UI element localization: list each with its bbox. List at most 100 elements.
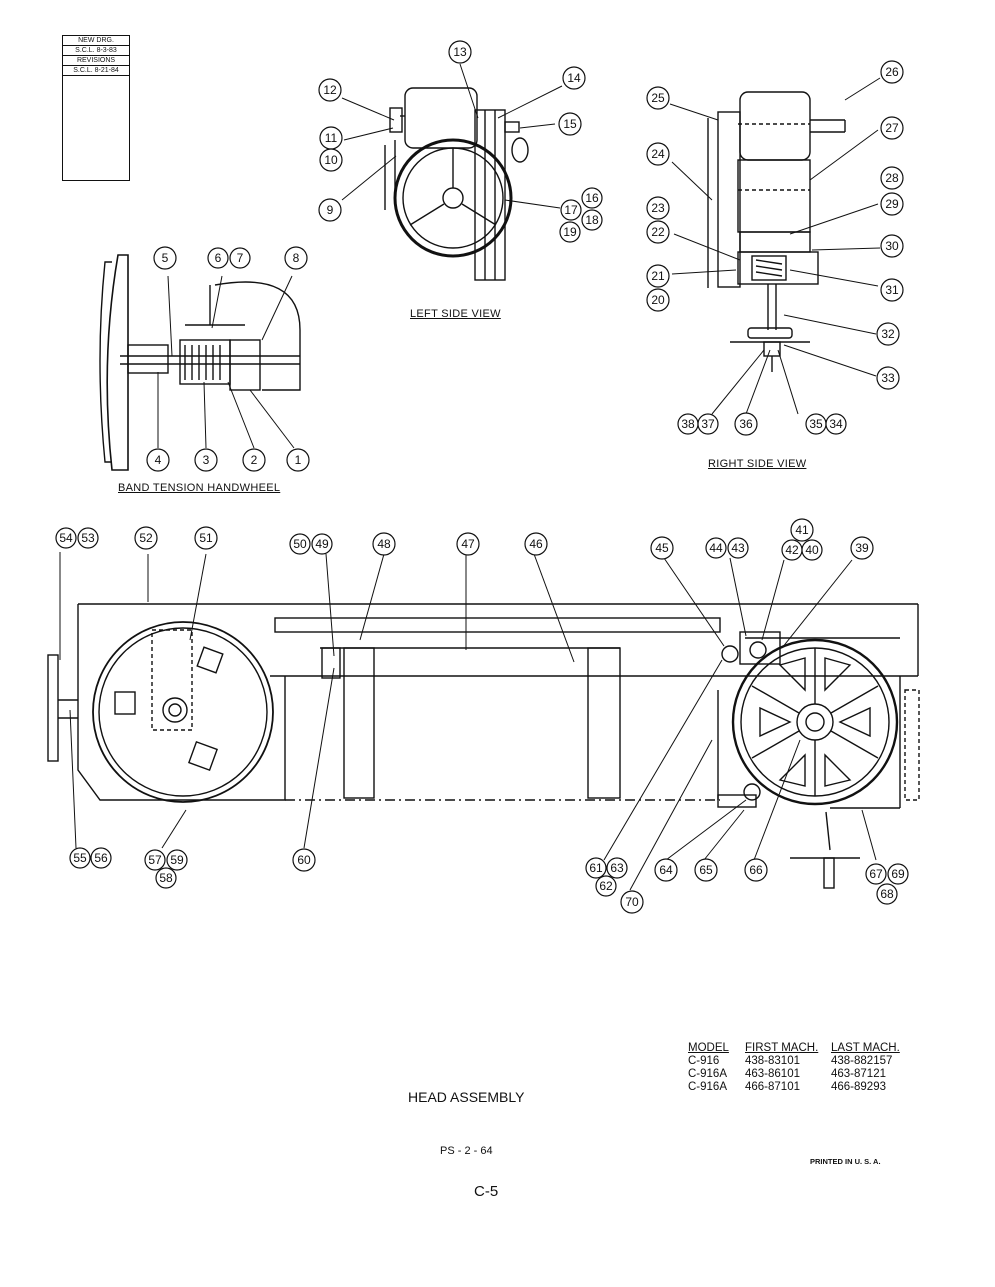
callout-49: 49 [315, 537, 329, 551]
callout-16: 16 [585, 191, 599, 205]
last-mach-header: LAST MACH. [831, 1042, 900, 1054]
callout-51: 51 [199, 531, 213, 545]
model-table-header: MODEL FIRST MACH. LAST MACH. [688, 1042, 921, 1055]
page-code: PS - 2 - 64 [440, 1145, 493, 1157]
callout-15: 15 [563, 117, 577, 131]
callout-balloons [55, 40, 909, 914]
right-side-view-drawing [707, 91, 846, 372]
callout-46: 46 [529, 537, 543, 551]
callout-37: 37 [701, 417, 715, 431]
callout-19: 19 [563, 225, 577, 239]
callout-5: 5 [162, 251, 169, 265]
callout-17: 17 [564, 203, 578, 217]
callout-28: 28 [885, 171, 899, 185]
callout-6: 6 [215, 251, 222, 265]
callout-50: 50 [293, 537, 307, 551]
first-mach-header: FIRST MACH. [745, 1042, 819, 1054]
left-side-view-caption: LEFT SIDE VIEW [410, 308, 501, 320]
callout-21: 21 [651, 269, 665, 283]
callout-40: 40 [805, 543, 819, 557]
callout-55: 55 [73, 851, 87, 865]
callout-41: 41 [795, 523, 809, 537]
page-number: C-5 [474, 1183, 499, 1200]
callout-numbers: 13 12 14 11 10 15 9 16 17 18 19 25 26 27… [59, 45, 905, 909]
callout-14: 14 [567, 71, 581, 85]
callout-68: 68 [880, 887, 894, 901]
callout-45: 45 [655, 541, 669, 555]
callout-66: 66 [749, 863, 763, 877]
first-mach-cell: 463-86101 [745, 1068, 800, 1080]
left-side-view-drawing [384, 87, 529, 281]
callout-31: 31 [885, 283, 899, 297]
callout-54: 54 [59, 531, 73, 545]
callout-1: 1 [295, 453, 302, 467]
callout-12: 12 [323, 83, 337, 97]
callout-23: 23 [651, 201, 665, 215]
new-drg-label: NEW DRG. [63, 36, 129, 46]
table-row: C-916 438-83101 438-882157 [688, 1055, 921, 1068]
drawing-title: HEAD ASSEMBLY [408, 1089, 525, 1105]
first-mach-cell: 466-87101 [745, 1081, 800, 1093]
callout-27: 27 [885, 121, 899, 135]
callout-69: 69 [891, 867, 905, 881]
callout-7: 7 [237, 251, 244, 265]
callout-43: 43 [731, 541, 745, 555]
callout-38: 38 [681, 417, 695, 431]
callout-24: 24 [651, 147, 665, 161]
callout-3: 3 [203, 453, 210, 467]
callout-58: 58 [159, 871, 173, 885]
callout-4: 4 [155, 453, 162, 467]
callout-70: 70 [625, 895, 639, 909]
callout-59: 59 [170, 853, 184, 867]
last-mach-cell: 463-87121 [831, 1068, 886, 1080]
callout-33: 33 [881, 371, 895, 385]
callout-65: 65 [699, 863, 713, 877]
callout-44: 44 [709, 541, 723, 555]
new-drg-value: S.C.L. 8-3-83 [63, 46, 129, 56]
callout-53: 53 [81, 531, 95, 545]
callout-36: 36 [739, 417, 753, 431]
callout-10: 10 [324, 153, 338, 167]
callout-29: 29 [885, 197, 899, 211]
callout-62: 62 [599, 879, 613, 893]
model-table: MODEL FIRST MACH. LAST MACH. C-916 438-8… [688, 1042, 921, 1094]
callout-67: 67 [869, 867, 883, 881]
callout-11: 11 [325, 131, 338, 145]
revisions-label: REVISIONS [63, 56, 129, 66]
callout-52: 52 [139, 531, 153, 545]
callout-63: 63 [610, 861, 624, 875]
last-mach-cell: 438-882157 [831, 1055, 893, 1067]
leader-lines [59, 63, 881, 891]
callout-18: 18 [585, 213, 599, 227]
callout-61: 61 [589, 861, 603, 875]
model-header: MODEL [688, 1042, 729, 1054]
callout-64: 64 [659, 863, 673, 877]
right-side-view-caption: RIGHT SIDE VIEW [708, 458, 807, 470]
head-front-view-drawing [47, 603, 920, 889]
first-mach-cell: 438-83101 [745, 1055, 800, 1067]
table-row: C-916A 466-87101 466-89293 [688, 1081, 921, 1094]
table-row: C-916A 463-86101 463-87121 [688, 1068, 921, 1081]
callout-2: 2 [251, 453, 258, 467]
callout-20: 20 [651, 293, 665, 307]
callout-32: 32 [881, 327, 895, 341]
callout-9: 9 [327, 203, 334, 217]
callout-39: 39 [855, 541, 869, 555]
callout-13: 13 [453, 45, 467, 59]
callout-56: 56 [94, 851, 108, 865]
callout-47: 47 [461, 537, 475, 551]
callout-30: 30 [885, 239, 899, 253]
revision-1: S.C.L. 8-21-84 [63, 66, 129, 76]
callout-60: 60 [297, 853, 311, 867]
callout-25: 25 [651, 91, 665, 105]
callout-48: 48 [377, 537, 391, 551]
revision-block: NEW DRG. S.C.L. 8-3-83 REVISIONS S.C.L. … [62, 35, 130, 181]
band-tension-handwheel-caption: BAND TENSION HANDWHEEL [118, 482, 281, 494]
printed-in-usa: PRINTED IN U. S. A. [810, 1157, 881, 1166]
callout-57: 57 [148, 853, 162, 867]
callout-35: 35 [809, 417, 823, 431]
callout-34: 34 [829, 417, 843, 431]
callout-8: 8 [293, 251, 300, 265]
callout-22: 22 [651, 225, 665, 239]
